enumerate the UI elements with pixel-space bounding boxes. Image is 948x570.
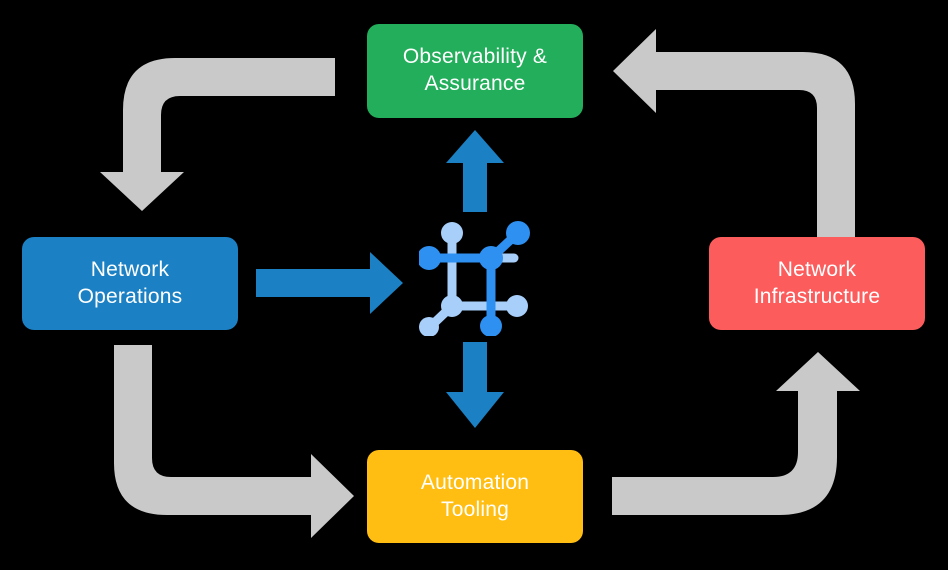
node-box-automation-tooling[interactable]: Automation Tooling (367, 450, 583, 543)
node-box-network-infrastructure[interactable]: Network Infrastructure (709, 237, 925, 330)
topology-nodes (419, 221, 530, 336)
connector-center-to-observability (446, 130, 504, 212)
node-label-network-operations: Network Operations (77, 257, 183, 308)
connector-operations-to-automation (114, 345, 354, 538)
node-label-automation-tooling: Automation Tooling (420, 470, 530, 521)
network-topology-icon (419, 221, 530, 336)
node-label-network-infrastructure: Network Infrastructure (753, 257, 881, 308)
connector-operations-to-center (256, 252, 403, 314)
node-box-observability[interactable]: Observability & Assurance (367, 24, 583, 118)
connector-observability-to-operations (100, 58, 335, 211)
node-label-observability: Observability & Assurance (402, 45, 548, 95)
connector-automation-to-infrastructure (612, 352, 860, 515)
connector-center-to-automation (446, 342, 504, 428)
node-box-network-operations[interactable]: Network Operations (22, 237, 238, 330)
connector-infrastructure-to-observability (613, 29, 855, 238)
topology-edges (424, 229, 522, 331)
